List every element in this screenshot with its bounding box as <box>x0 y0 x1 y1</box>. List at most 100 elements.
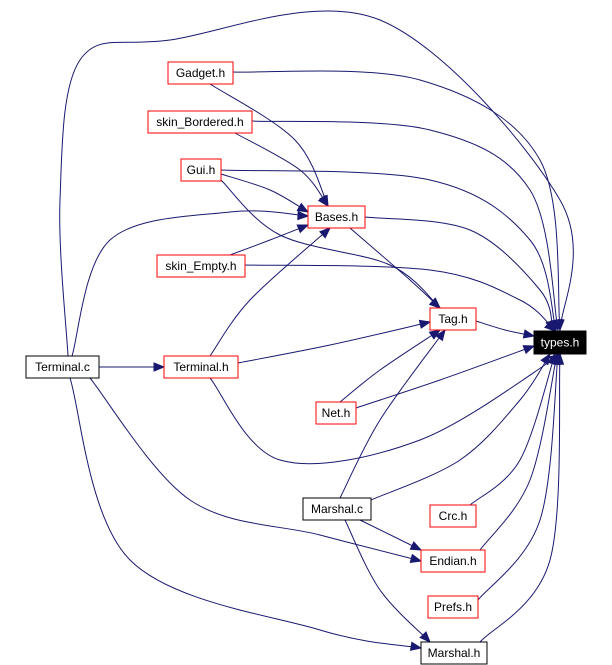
edge-line <box>364 216 554 332</box>
edge-gui_h-to-bases_h <box>220 173 310 213</box>
node-box[interactable] <box>420 549 486 573</box>
node-skin-bordered-h[interactable]: skin_Bordered.h <box>147 110 253 134</box>
node-types-h[interactable]: types.h <box>533 330 587 355</box>
node-label: Marshal.h <box>428 646 481 660</box>
node-label: types.h <box>541 336 580 350</box>
node-box[interactable] <box>167 61 234 85</box>
edge-gui_h-to-tag_h <box>220 179 442 309</box>
node-prefs-h[interactable]: Prefs.h <box>427 595 479 619</box>
node-box <box>302 497 372 521</box>
edge-terminal_h-to-types_h <box>209 354 562 465</box>
arrowhead-icon <box>522 345 536 355</box>
edge-marshal_c-to-marshal_h <box>344 519 431 643</box>
node-label: Prefs.h <box>434 600 472 614</box>
arrowhead-icon <box>522 329 536 339</box>
edge-line <box>89 377 422 562</box>
node-box[interactable] <box>429 504 477 528</box>
edge-marshal_c-to-endian_h <box>359 519 423 551</box>
node-box[interactable] <box>429 307 477 331</box>
arrowhead-icon <box>429 297 441 309</box>
edge-terminal_h-to-bases_h <box>209 227 332 357</box>
node-label: Tag.h <box>438 312 467 326</box>
edge-line <box>370 353 551 501</box>
node-label: Terminal.c <box>35 360 90 374</box>
node-box[interactable] <box>307 205 366 229</box>
edge-line <box>232 70 561 331</box>
arrowhead-icon <box>296 202 310 213</box>
node-box[interactable] <box>147 110 253 134</box>
node-gui-h[interactable]: Gui.h <box>180 158 222 182</box>
edge-terminal_c-to-terminal_h <box>99 362 166 372</box>
node-box[interactable] <box>533 330 587 355</box>
edge-skin_empty_h-to-bases_h <box>229 224 310 256</box>
edge-line <box>69 377 422 649</box>
node-label: Endian.h <box>429 554 476 568</box>
node-marshal-c: Marshal.c <box>302 497 372 521</box>
arrowhead-icon <box>409 553 423 563</box>
edge-terminal_c-to-marshal_h <box>69 377 423 651</box>
edge-terminal_c-to-types_h <box>59 10 574 357</box>
edge-marshal_c-to-tag_h <box>339 328 446 499</box>
edge-line <box>209 354 561 465</box>
arrowhead-icon <box>297 210 310 221</box>
node-box <box>420 641 488 665</box>
arrowhead-icon <box>540 352 551 366</box>
node-label: Marshal.c <box>311 502 363 516</box>
edge-marshal_h-to-types_h <box>479 352 565 643</box>
node-label: Bases.h <box>315 210 358 224</box>
node-label: skin_Empty.h <box>165 259 236 273</box>
node-marshal-h: Marshal.h <box>420 641 488 665</box>
edge-gadget_h-to-types_h <box>232 70 564 332</box>
node-terminal-c: Terminal.c <box>25 355 100 379</box>
node-label: Terminal.h <box>173 360 228 374</box>
node-box[interactable] <box>427 595 479 619</box>
edge-line <box>359 519 422 551</box>
edge-line <box>244 264 556 332</box>
node-bases-h[interactable]: Bases.h <box>307 205 366 229</box>
edge-line <box>209 227 331 357</box>
edge-bases_h-to-tag_h <box>349 227 441 309</box>
edge-line <box>479 353 561 643</box>
node-label: Gadget.h <box>176 66 225 80</box>
edge-bases_h-to-types_h <box>364 216 555 333</box>
node-gadget-h[interactable]: Gadget.h <box>167 61 234 85</box>
edge-line <box>355 345 535 409</box>
node-net-h[interactable]: Net.h <box>315 401 357 425</box>
node-label: Crc.h <box>439 509 468 523</box>
nodes-layer: types.h Gadget.h skin_Bordered.hGui.hBases… <box>25 61 587 665</box>
edges-layer <box>59 10 574 651</box>
node-label: Net.h <box>322 406 351 420</box>
node-box[interactable] <box>315 401 357 425</box>
edge-line <box>469 353 556 506</box>
node-tag-h[interactable]: Tag.h <box>429 307 477 331</box>
node-box[interactable] <box>156 254 246 278</box>
edge-marshal_c-to-types_h <box>370 352 551 501</box>
edge-line <box>339 329 441 403</box>
edge-gui_h-to-types_h <box>220 169 558 333</box>
edge-prefs_h-to-types_h <box>477 352 562 601</box>
edge-net_h-to-tag_h <box>339 329 442 403</box>
node-skin-empty-h[interactable]: skin_Empty.h <box>156 254 246 278</box>
node-box[interactable] <box>163 355 239 379</box>
node-endian-h[interactable]: Endian.h <box>420 549 486 573</box>
node-crc-h[interactable]: Crc.h <box>429 504 477 528</box>
arrowhead-icon <box>545 319 555 333</box>
arrowhead-icon <box>435 328 446 342</box>
node-label: Gui.h <box>187 163 216 177</box>
node-box[interactable] <box>180 158 222 182</box>
arrowhead-icon <box>409 641 423 651</box>
arrowhead-icon <box>418 319 432 329</box>
arrowhead-icon <box>296 224 310 234</box>
edge-tag_h-to-types_h <box>475 320 536 339</box>
edge-terminal_c-to-endian_h <box>89 377 423 563</box>
edge-line <box>220 173 309 213</box>
edge-line <box>220 179 441 309</box>
edge-terminal_h-to-tag_h <box>237 319 432 364</box>
edge-line <box>251 120 559 331</box>
edge-line <box>339 329 446 499</box>
node-label: skin_Bordered.h <box>156 115 243 129</box>
node-box <box>25 355 100 379</box>
node-terminal-h[interactable]: Terminal.h <box>163 355 239 379</box>
edge-line <box>209 83 329 207</box>
